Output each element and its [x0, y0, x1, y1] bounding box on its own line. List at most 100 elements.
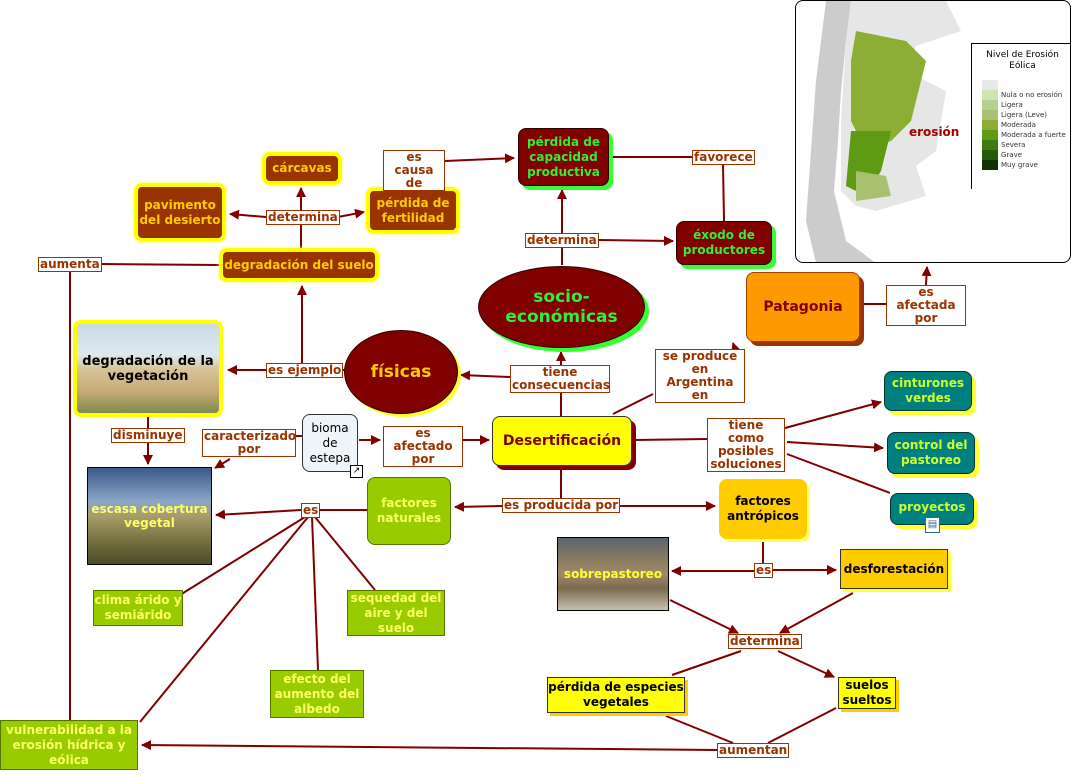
link-determina[interactable]: determina — [728, 634, 802, 649]
node-cinturones-verdes[interactable]: cinturones verdes — [884, 371, 972, 411]
node-degradacion-suelo[interactable]: degradación del suelo — [219, 248, 379, 282]
node-label: Patagonia — [763, 298, 843, 315]
legend-label: Nula o no erosión — [1001, 91, 1063, 99]
legend-swatch — [982, 160, 998, 170]
legend-item: Muy grave — [982, 160, 1070, 170]
node-factores-antropicos[interactable]: factores antrópicos — [719, 479, 807, 539]
legend-item: Moderada a fuerte — [982, 130, 1070, 140]
node-label: sequedad del aire y del suelo — [350, 590, 442, 635]
link-es[interactable]: es — [301, 503, 321, 518]
node-bioma-estepa[interactable]: bioma de estepa — [302, 414, 358, 472]
node-carcavas[interactable]: cárcavas — [262, 152, 342, 185]
link-es-ejemplo[interactable]: es ejemplo — [266, 363, 344, 378]
link-aumentan[interactable]: aumentan — [717, 743, 790, 758]
link-es-producida-por[interactable]: es producida por — [502, 498, 621, 513]
node-fisicas[interactable]: físicas — [344, 330, 458, 414]
node-label: cárcavas — [272, 161, 332, 175]
node-exodo[interactable]: éxodo de productores — [676, 221, 772, 265]
node-suelos-sueltos[interactable]: suelos sueltos — [838, 677, 896, 709]
node-label: clima árido y semiárido — [94, 593, 182, 622]
legend-swatch — [982, 130, 998, 140]
node-label: cinturones verdes — [891, 376, 965, 405]
node-label: sobrepastoreo — [563, 567, 663, 581]
node-label: degradación del suelo — [224, 257, 374, 272]
link-tiene-consecuencias[interactable]: tiene consecuencias — [510, 365, 610, 393]
link-es-afectado-por[interactable]: es afectado por — [383, 426, 463, 467]
node-label: pavimento del desierto — [139, 197, 221, 227]
node-label: pérdida de capacidad productiva — [527, 134, 600, 179]
link-determina[interactable]: determina — [525, 233, 599, 248]
legend-swatch — [982, 120, 998, 130]
node-label: proyectos — [898, 500, 966, 514]
map-legend: Nivel de Erosión Eólica Nula o no erosió… — [971, 43, 1070, 189]
legend-swatch — [982, 150, 998, 160]
legend-item: Nula o no erosión — [982, 90, 1070, 100]
legend-swatch — [982, 100, 998, 110]
document-attachment-icon[interactable]: ▤ — [925, 517, 940, 533]
legend-label: Severa — [1001, 141, 1026, 149]
node-control-pastoreo[interactable]: control del pastoreo — [887, 432, 975, 474]
link-favorece[interactable]: favorece — [692, 150, 755, 165]
node-label: efecto del aumento del albedo — [274, 671, 360, 716]
legend-item — [982, 80, 1070, 90]
node-efecto-albedo[interactable]: efecto del aumento del albedo — [270, 670, 364, 718]
node-vulnerabilidad[interactable]: vulnerabilidad a la erosión hídrica y eó… — [0, 720, 138, 770]
node-label: escasa cobertura vegetal — [91, 502, 208, 530]
legend-swatch — [982, 140, 998, 150]
node-desforestacion[interactable]: desforestación — [840, 549, 948, 589]
legend-label: Ligera — [1001, 101, 1023, 109]
legend-label: Grave — [1001, 151, 1023, 159]
link-se-produce-en[interactable]: se produce en Argentina en — [655, 349, 745, 403]
node-desertificacion[interactable]: Desertificación — [492, 416, 632, 466]
node-patagonia[interactable]: Patagonia — [746, 272, 860, 342]
node-perdida-especies[interactable]: pérdida de especies vegetales — [547, 677, 685, 713]
node-label: físicas — [370, 361, 432, 382]
node-pavimento[interactable]: pavimento del desierto — [134, 183, 226, 242]
node-erosion-label: erosión — [909, 125, 960, 139]
node-label: éxodo de productores — [682, 228, 766, 257]
node-clima-arido[interactable]: clima árido y semiárido — [93, 590, 183, 626]
node-perdida-capacidad[interactable]: pérdida de capacidad productiva — [518, 128, 609, 186]
link-es-causa-de[interactable]: es causa de — [383, 150, 445, 191]
legend-swatch — [982, 90, 998, 100]
node-label: vulnerabilidad a la erosión hídrica y eó… — [5, 722, 133, 767]
legend-item: Grave — [982, 150, 1070, 160]
shortcut-link-icon[interactable]: ↗ — [350, 465, 363, 478]
node-label: socio-económicas — [505, 287, 618, 327]
legend-swatch — [982, 80, 998, 90]
patagonia-map-image — [806, 1, 961, 262]
legend-swatch — [982, 110, 998, 120]
node-label: pérdida de especies vegetales — [548, 680, 684, 709]
node-label: factores antrópicos — [727, 494, 799, 523]
link-posibles-soluciones[interactable]: tiene como posibles soluciones — [707, 418, 785, 472]
link-es-afectada-por[interactable]: es afectada por — [886, 285, 966, 326]
node-label: Desertificación — [502, 432, 622, 449]
legend-label: Muy grave — [1001, 161, 1038, 169]
node-perdida-fertilidad[interactable]: pérdida de fertilidad — [366, 187, 460, 234]
node-label: control del pastoreo — [894, 438, 968, 467]
legend-item: Ligera — [982, 100, 1070, 110]
link-caracterizado-por[interactable]: caracterizado por — [202, 429, 297, 457]
node-sequedad[interactable]: sequedad del aire y del suelo — [347, 590, 445, 636]
legend-title: Nivel de Erosión Eólica — [986, 50, 1059, 71]
node-degradacion-vegetacion[interactable]: degradación de la vegetación — [73, 320, 223, 417]
node-label: degradación de la vegetación — [82, 353, 214, 384]
link-determina[interactable]: determina — [266, 210, 340, 225]
link-es[interactable]: es — [754, 563, 774, 578]
legend-item: Moderada — [982, 120, 1070, 130]
node-label: pérdida de fertilidad — [376, 195, 450, 225]
legend-item: Ligera (Leve) — [982, 110, 1070, 120]
node-label: desforestación — [843, 561, 945, 576]
node-factores-naturales[interactable]: factores naturales — [367, 477, 451, 545]
legend-label: Moderada — [1001, 121, 1036, 129]
node-escasa-cobertura[interactable]: escasa cobertura vegetal — [87, 467, 212, 565]
legend-label: Ligera (Leve) — [1001, 111, 1047, 119]
erosion-map-node[interactable]: erosión Nivel de Erosión Eólica Nula o n… — [795, 0, 1071, 263]
legend-item: Severa — [982, 140, 1070, 150]
node-label: suelos sueltos — [842, 678, 892, 707]
node-socioeconomicas[interactable]: socio-económicas — [478, 266, 645, 348]
link-disminuye[interactable]: disminuye — [111, 428, 185, 443]
link-aumenta[interactable]: aumenta — [38, 257, 102, 272]
node-sobrepastoreo[interactable]: sobrepastoreo — [557, 537, 669, 611]
